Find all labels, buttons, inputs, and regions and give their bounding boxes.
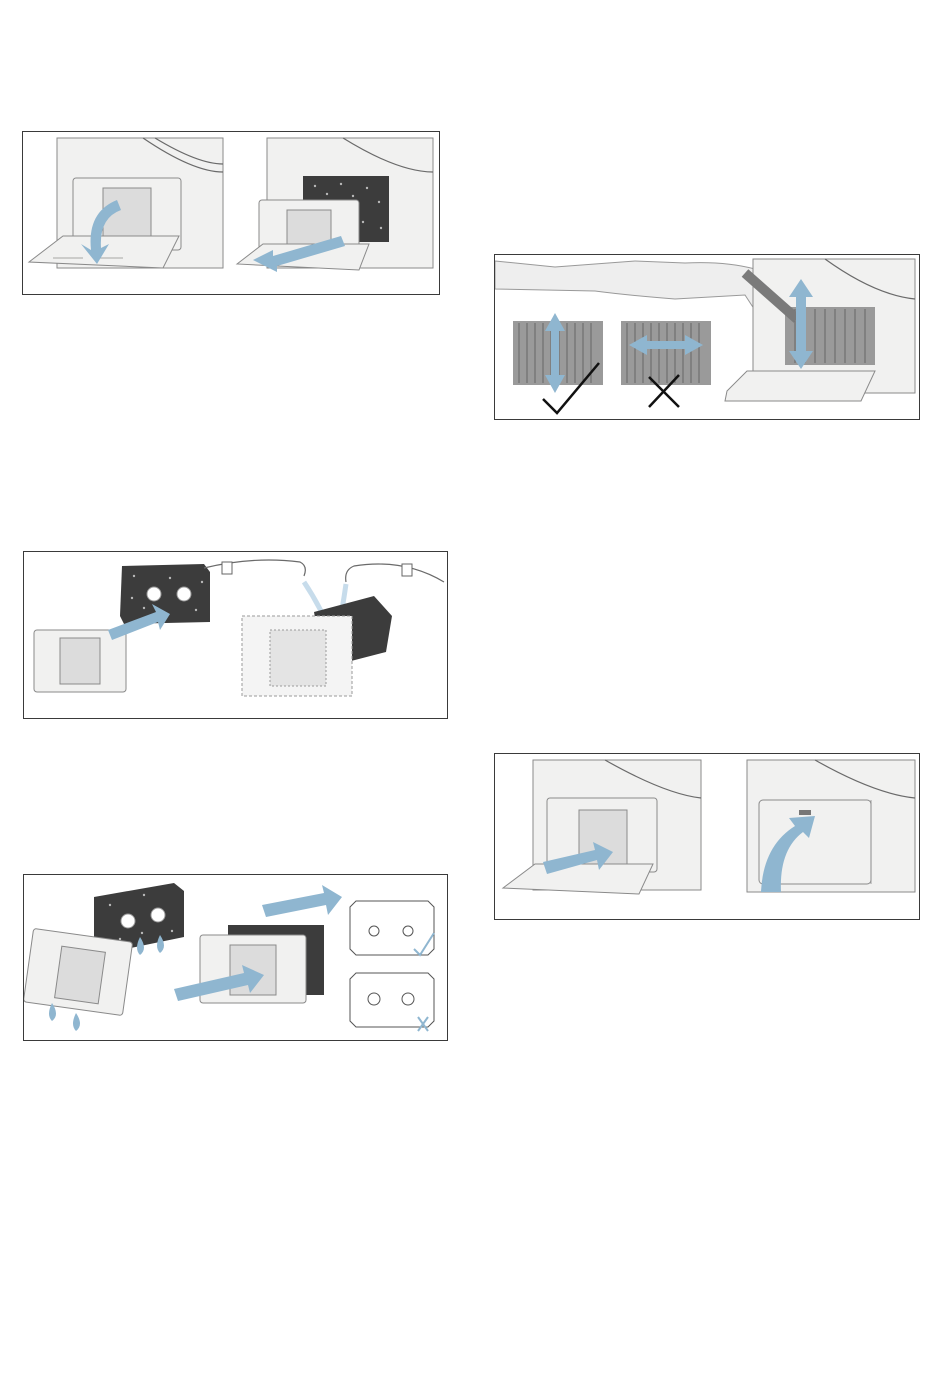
panel-open-flap: [29, 138, 223, 268]
panel-orientation-incorrect: [350, 973, 434, 1031]
panel-close-flap: [747, 760, 915, 892]
tap-icon: [204, 560, 305, 576]
figure-refit-filter: [494, 753, 920, 920]
panel-rinse-under-tap: [204, 560, 444, 696]
panel-orientation-correct: [350, 901, 434, 955]
figure-wash-foam: [23, 551, 448, 719]
figure-clean-filter: [494, 254, 920, 420]
panel-vacuum-vertical: [725, 259, 915, 401]
figure-remove-filter: [22, 131, 440, 295]
panel-pull-out-filter: [237, 138, 433, 272]
water-drop-icon: [73, 1013, 80, 1031]
panel-vertical-ok: [513, 313, 603, 413]
panel-horizontal-not-ok: [621, 321, 711, 407]
arrow-icon: [262, 885, 342, 917]
figure-reinsert-foam: [23, 874, 448, 1041]
panel-insert-foam: [24, 883, 342, 1031]
panel-push-in-filter: [503, 760, 701, 894]
panel-remove-foam: [34, 564, 210, 692]
tap-icon: [346, 564, 444, 582]
